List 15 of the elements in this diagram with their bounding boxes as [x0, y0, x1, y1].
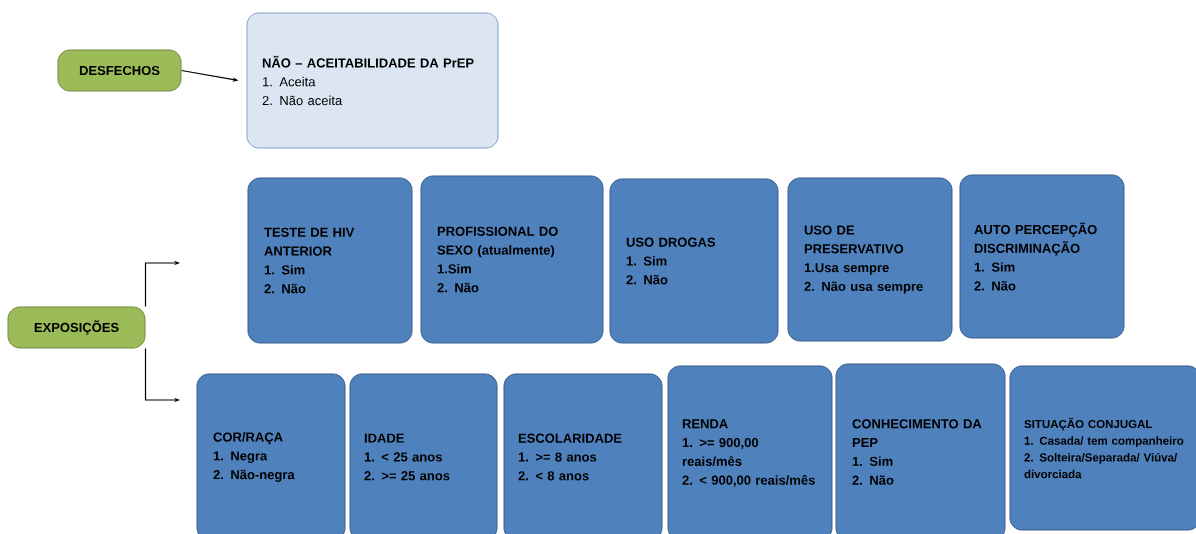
variable-box: SITUAÇÃO CONJUGAL 1. Casada/ tem companheiro 2. Solteira/Separada/ Viúva/ divorciada	[1009, 365, 1196, 531]
label-box: EXPOSIÇÕES	[7, 306, 146, 349]
variable-box: PROFISSIONAL DO SEXO (atualmente) 1.Sim 2. Não	[420, 175, 604, 344]
arrow	[144, 260, 180, 308]
variable-box: USO DE PRESERVATIVO 1.Usa sempre 2. Não usa sempre	[787, 177, 953, 342]
variable-box: CONHECIMENTO DA PEP 1. Sim 2. Não	[835, 363, 1006, 534]
variable-box: IDADE 1. < 25 anos 2. >= 25 anos	[349, 373, 498, 534]
variable-box: TESTE DE HIV ANTERIOR 1. Sim 2. Não	[247, 177, 413, 344]
outcome-box: NÃO – ACEITABILIDADE DA PrEP 1. Aceita 2. Não aceita	[246, 12, 499, 149]
label-box: DESFECHOS	[57, 49, 182, 92]
variable-box: RENDA 1. >= 900,00 reais/mês 2. < 900,00 reais/mês	[667, 365, 833, 534]
variable-box: COR/RAÇA 1. Negra 2. Não-negra	[196, 373, 346, 534]
variable-box: USO DROGAS 1. Sim 2. Não	[609, 178, 779, 344]
variable-box: AUTO PERCEPÇÃO DISCRIMINAÇÃO 1. Sim 2. Não	[959, 174, 1125, 339]
variable-box: ESCOLARIDADE 1. >= 8 anos 2. < 8 anos	[503, 373, 663, 534]
